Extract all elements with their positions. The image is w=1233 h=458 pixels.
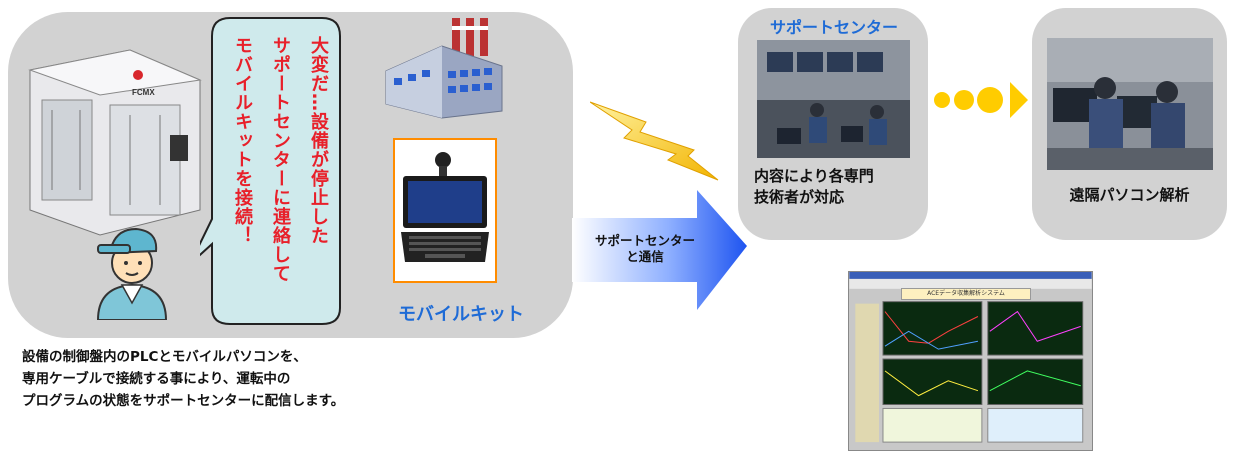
communication-label-line-2: と通信 [626,249,664,264]
description-line-2: 専用ケーブルで接続する事により、運転中の [22,371,291,387]
description-text: 設備の制御盤内のPLCとモバイルパソコンを、 専用ケーブルで接続する事により、運… [22,346,344,412]
description-line-3: プログラムの状態をサポートセンターに配信します。 [22,393,345,409]
analysis-software-screenshot: ACEデータ収集解析システム [848,271,1093,451]
support-text-line-1: 内容により各専門 [754,167,874,185]
engineers-image [1047,38,1213,170]
description-line-1: 設備の制御盤内のPLCとモバイルパソコンを、 [22,349,307,365]
worker-icon [96,227,168,320]
bubble-line-3: モバイルキットを接続！ [232,36,253,245]
communication-arrow [572,190,747,310]
software-window-image [849,272,1092,443]
communication-label-line-1: サポートセンター [594,233,695,248]
bubble-line-2: サポートセンターに連絡して [270,36,291,283]
mobile-kit-label: モバイルキット [398,304,524,325]
machine-brand-text: FCMX [132,88,155,97]
remote-analysis-photo [1047,38,1213,170]
lightning-bolt-icon [590,101,719,181]
remote-analysis-label: 遠隔パソコン解析 [1069,186,1190,204]
operations-room-image [757,40,910,158]
flow-dots-arrow [934,82,1028,118]
support-center-photo [757,40,910,158]
support-text-line-2: 技術者が対応 [754,188,845,206]
support-center-text: 内容により各専門 技術者が対応 [754,166,874,208]
machine-illustration: FCMX [28,49,202,236]
communication-label: サポートセンター と通信 [578,233,712,265]
speech-bubble [200,17,341,325]
software-window-title: ACEデータ収集解析システム [901,288,1031,300]
bubble-line-1: 大変だ…設備が停止した [308,36,329,245]
factory-icon [385,18,503,119]
support-center-title: サポートセンター [769,18,898,37]
laptop-icon [401,152,489,262]
mobile-kit-photo [393,138,497,283]
